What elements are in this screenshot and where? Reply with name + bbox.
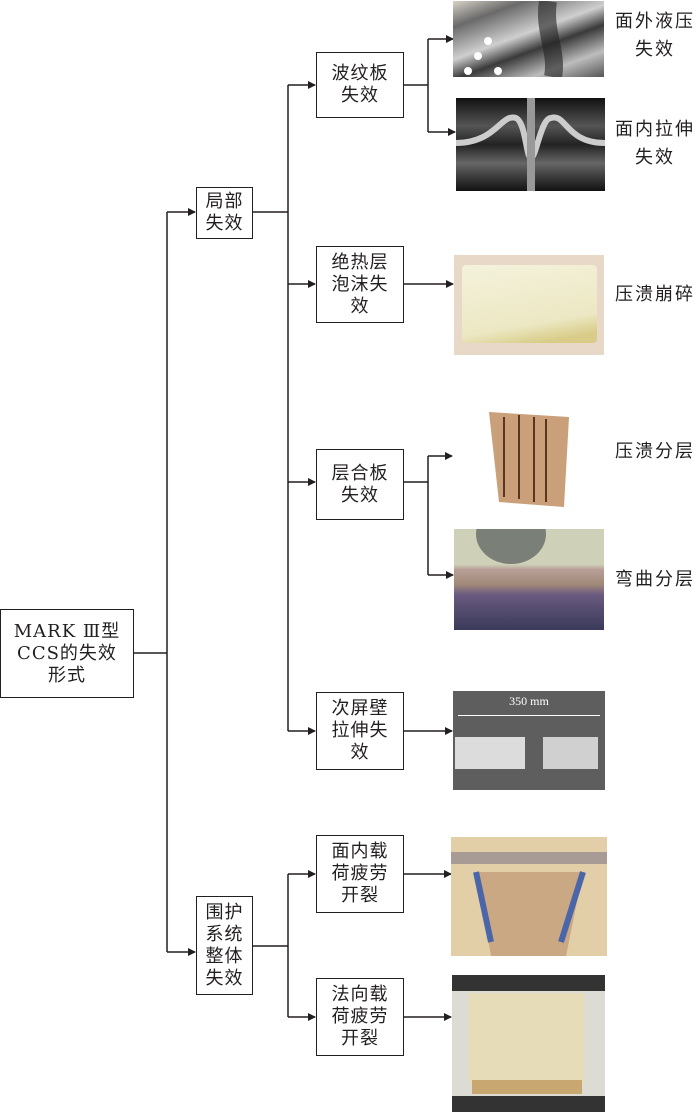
- node-label: 法向载 荷疲劳 开裂: [331, 984, 389, 1049]
- photo-in-plane-fatigue-crack: [451, 837, 607, 956]
- node-label: 局部 失效: [205, 191, 244, 234]
- photo-plywood-bending-delamination: [454, 529, 604, 630]
- outcome-out-of-plane-pressure-failure: 面外液压 失效: [615, 11, 695, 60]
- outcome-in-plane-tensile-failure: 面内拉伸 失效: [615, 119, 695, 168]
- root-node-mark3-ccs-failure-modes: MARK Ⅲ型 CCS的失效 形式: [0, 609, 134, 698]
- node-local-failure: 局部 失效: [196, 187, 253, 239]
- photo-secondary-barrier-tensile: 350 mm: [453, 691, 605, 790]
- outcome-crush-delamination: 压溃分层: [615, 441, 695, 462]
- photo-normal-load-fatigue-crack: [452, 975, 605, 1112]
- node-label: 层合板 失效: [331, 462, 389, 506]
- node-label: 面内载 荷疲劳 开裂: [331, 841, 389, 906]
- photo-foam-crushing: [454, 255, 604, 355]
- corrugation-shape: [456, 98, 605, 191]
- v-channel: [473, 871, 586, 956]
- plywood-stack: [489, 412, 569, 507]
- node-label: 绝热层 泡沫失 效: [331, 251, 389, 317]
- node-label: 波纹板 失效: [331, 63, 389, 106]
- outcome-bending-delamination: 弯曲分层: [615, 569, 695, 590]
- perforation-holes: [464, 1, 563, 77]
- node-insulation-foam-failure: 绝热层 泡沫失 效: [316, 246, 404, 323]
- node-secondary-barrier-tensile-failure: 次屏壁 拉伸失 效: [316, 692, 404, 770]
- node-in-plane-fatigue-cracking: 面内载 荷疲劳 开裂: [316, 835, 404, 913]
- outcome-crush-fragmentation: 压溃崩碎: [615, 284, 695, 305]
- node-plywood-failure: 层合板 失效: [316, 449, 404, 520]
- node-corrugated-plate-failure: 波纹板 失效: [316, 52, 404, 118]
- node-label: 次屏壁 拉伸失 效: [331, 698, 389, 763]
- photo-in-plane-tensile-failure: [456, 98, 605, 191]
- node-system-global-failure: 围护 系统 整体 失效: [196, 896, 253, 995]
- root-label: MARK Ⅲ型 CCS的失效 形式: [13, 620, 121, 686]
- node-normal-load-fatigue-cracking: 法向载 荷疲劳 开裂: [316, 978, 404, 1056]
- dimension-label: 350 mm: [509, 694, 549, 708]
- photo-plywood-crush-delamination: [484, 407, 575, 512]
- node-label: 围护 系统 整体 失效: [205, 901, 244, 989]
- photo-out-of-plane-pressure-failure: [453, 1, 604, 77]
